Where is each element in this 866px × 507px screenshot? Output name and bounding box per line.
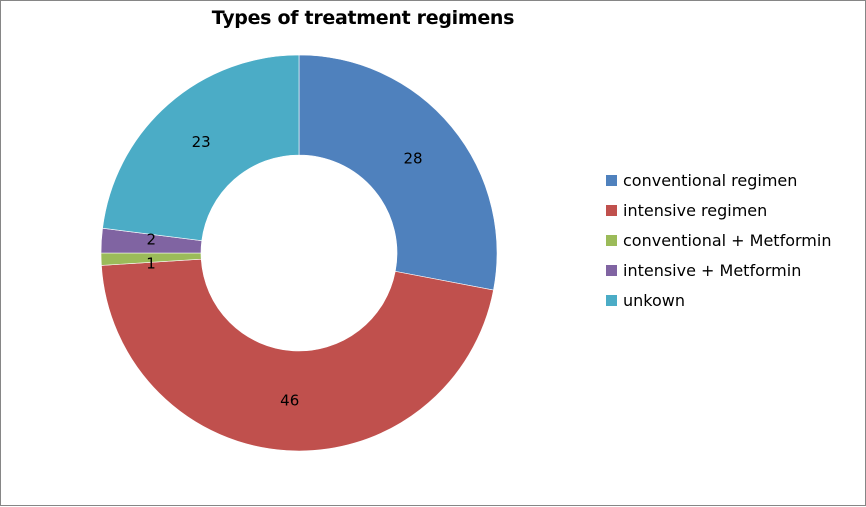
- data-label-intensive-regimen: 46: [280, 392, 299, 410]
- chart-title: Types of treatment regimens: [211, 7, 515, 29]
- legend-item-conventional-regimen: conventional regimen: [606, 165, 831, 195]
- legend-swatch: [606, 294, 617, 306]
- legend-item-intensive-metformin: intensive + Metformin: [606, 255, 831, 285]
- legend-label: conventional + Metformin: [623, 230, 832, 250]
- legend-swatch: [606, 204, 617, 216]
- data-label-intensive-metformin: 2: [147, 231, 157, 249]
- slice-intensive-regimen: [101, 258, 494, 452]
- legend-label: unkown: [623, 290, 685, 310]
- legend-label: intensive regimen: [623, 200, 768, 220]
- legend-label: intensive + Metformin: [623, 260, 802, 280]
- legend-item-conventional-metformin: conventional + Metformin: [606, 225, 831, 255]
- legend-swatch: [606, 264, 617, 276]
- legend-swatch: [606, 234, 617, 246]
- data-labels: 28 46 1 2 23: [146, 133, 422, 410]
- data-label-conventional-metformin: 1: [146, 255, 156, 273]
- slice-unknown: [102, 54, 300, 242]
- slice-conventional-regimen: [298, 54, 498, 291]
- legend: conventional regimen intensive regimen c…: [606, 165, 831, 315]
- legend-label: conventional regimen: [623, 170, 798, 190]
- data-label-conventional-regimen: 28: [403, 150, 422, 168]
- doughnut-slices: [100, 54, 498, 452]
- legend-item-unknown: unkown: [606, 285, 831, 315]
- data-label-unknown: 23: [192, 133, 211, 151]
- legend-item-intensive-regimen: intensive regimen: [606, 195, 831, 225]
- legend-swatch: [606, 174, 617, 186]
